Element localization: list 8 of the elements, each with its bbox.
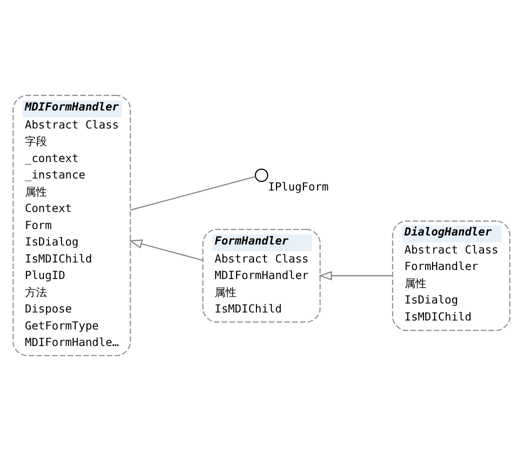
connector <box>130 176 256 211</box>
node-label: IPlugForm <box>268 180 329 194</box>
node-box: FormHandler Abstract Class MDIFormHandler 属性 IsMDIChild <box>202 228 321 323</box>
node-box: MDIFormHandler Abstract Class 字段 _context _instance 属性 Context Form IsDialog IsMDIChild PlugID 方法 Dispose GetFormType MDIFormHandle… <box>12 94 131 356</box>
arrow <box>318 271 392 280</box>
arrow <box>128 239 203 261</box>
node-box: DialogHandler Abstract Class FormHandler 属性 IsDialog IsMDIChild <box>392 220 510 331</box>
node-circle <box>254 168 268 182</box>
